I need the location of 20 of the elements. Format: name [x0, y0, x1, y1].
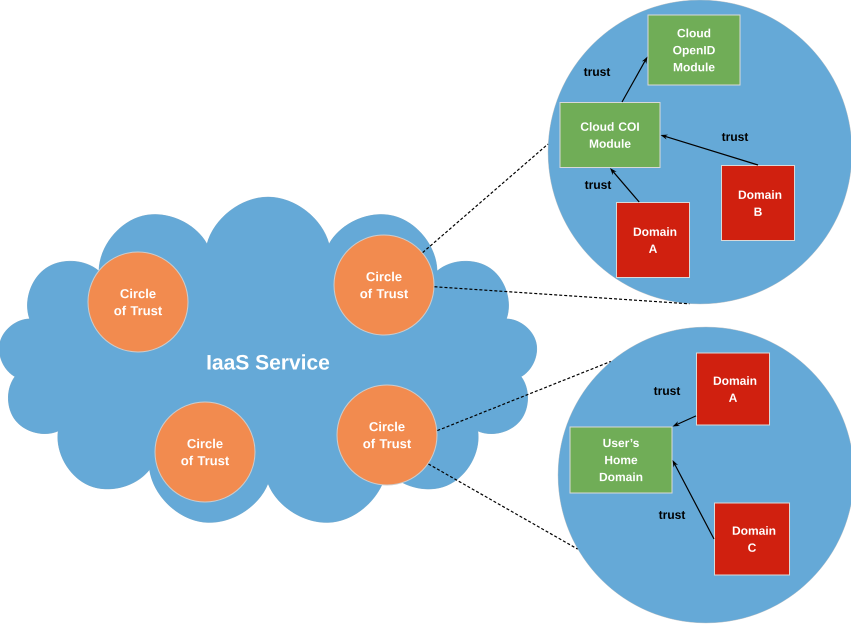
- edge-label: trust: [582, 67, 612, 77]
- domain-box: Domain A: [616, 202, 690, 278]
- connector-line: [422, 144, 548, 253]
- edge-label: trust: [720, 132, 750, 142]
- domain-box: Domain B: [721, 165, 795, 241]
- module-box: Cloud OpenID Module: [648, 14, 740, 86]
- edge-label: trust: [652, 386, 682, 396]
- domain-box: Domain A: [696, 352, 770, 426]
- edge-label: trust: [584, 180, 612, 190]
- circle-node: Circle of Trust: [88, 252, 188, 352]
- circle-node: Circle of Trust: [336, 384, 438, 486]
- domain-box: Domain C: [714, 502, 790, 576]
- edge-label: trust: [658, 510, 686, 520]
- circle-node: Circle of Trust: [154, 402, 256, 502]
- connector-line: [437, 360, 611, 432]
- connector-line: [434, 286, 690, 304]
- module-box: Cloud COI Module: [560, 102, 660, 168]
- connector-line: [428, 463, 578, 550]
- module-box: User’s Home Domain: [570, 426, 672, 494]
- circle-node: Circle of Trust: [334, 234, 434, 336]
